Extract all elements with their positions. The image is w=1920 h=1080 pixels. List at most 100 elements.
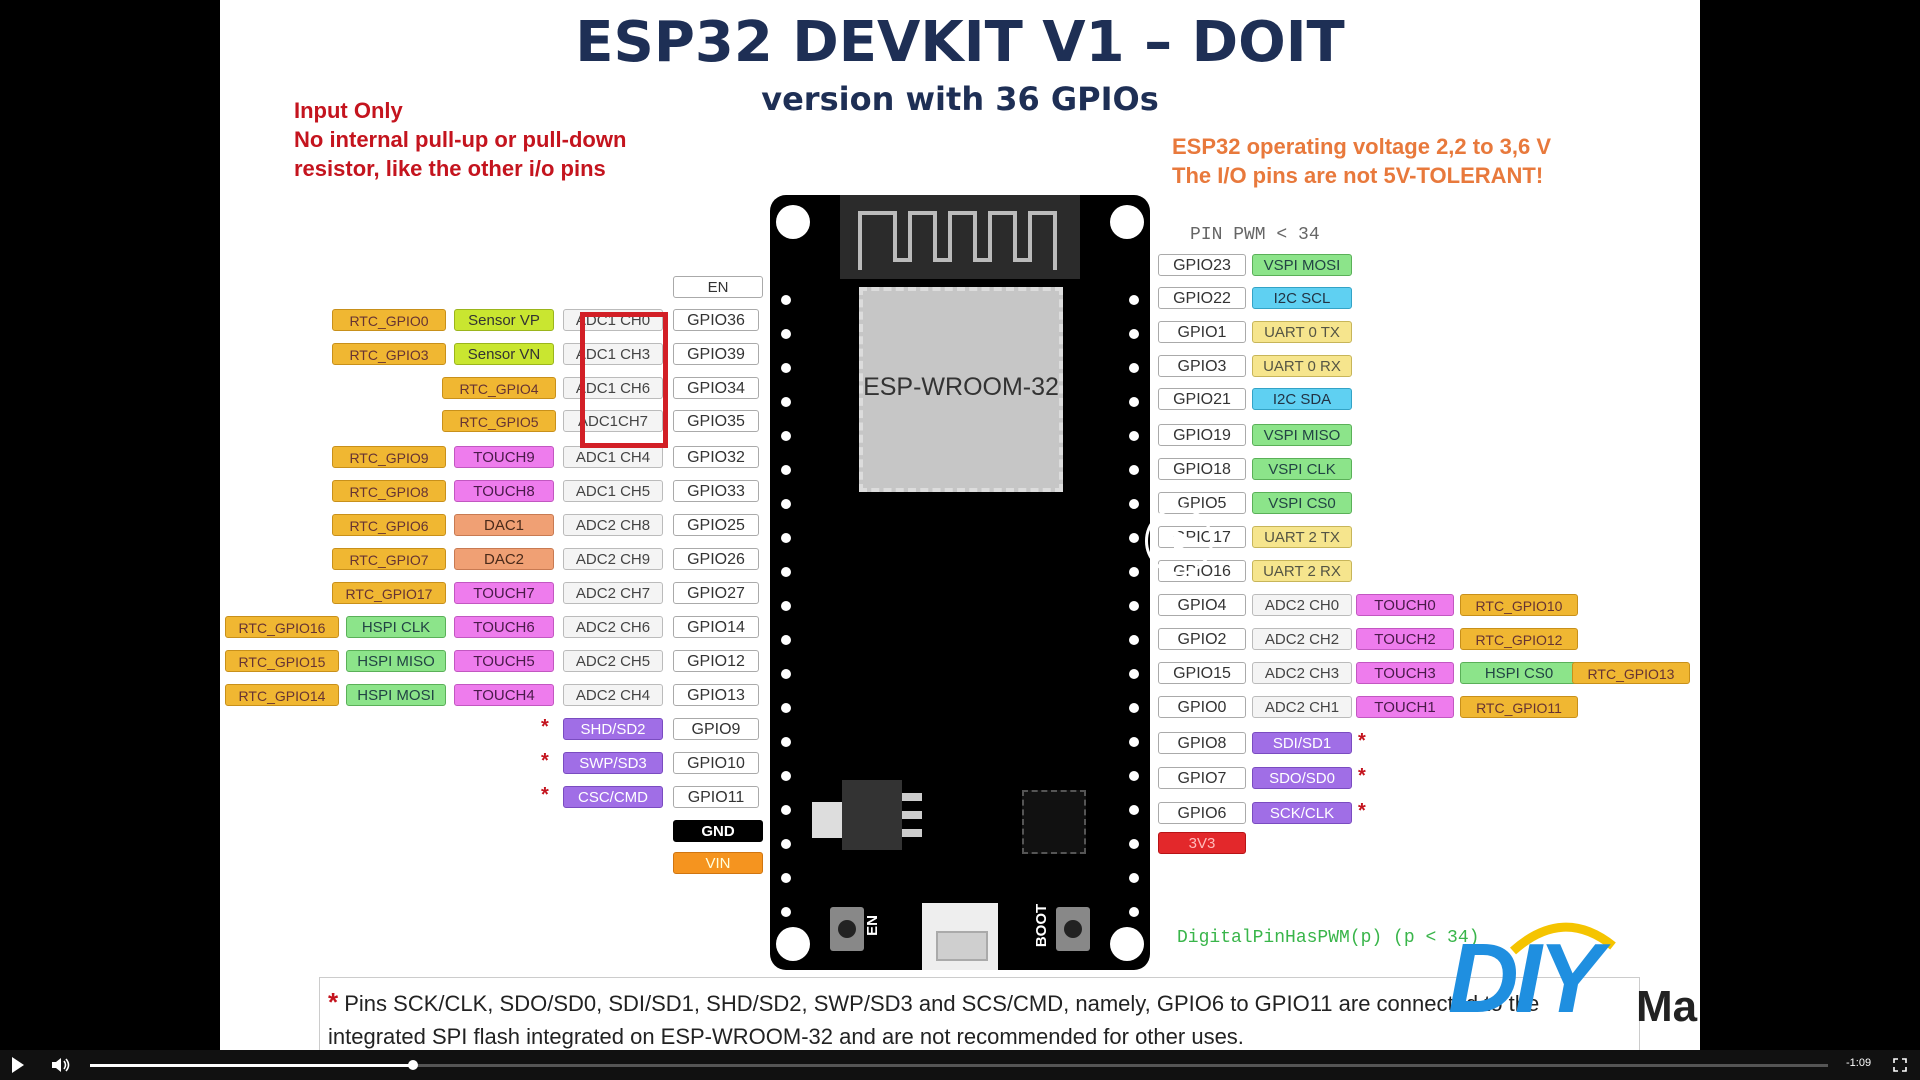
pin-label-sck-clk: SCK/CLK	[1252, 802, 1352, 824]
header-pin-dot	[1129, 567, 1139, 577]
pin-label-hspi-clk: HSPI CLK	[346, 616, 446, 638]
pin-label-3v3: 3V3	[1158, 832, 1246, 854]
header-pin-dot	[781, 771, 791, 781]
boot-button-icon	[1056, 907, 1090, 951]
pin-label-adc2-ch8: ADC2 CH8	[563, 514, 663, 536]
header-pin-dot	[1129, 329, 1139, 339]
pin-label-rtc-gpio8: RTC_GPIO8	[332, 480, 446, 502]
header-pin-dot	[781, 601, 791, 611]
esp32-board: ESP-WROOM-32 EN BOOT	[770, 195, 1150, 970]
header-pin-dot	[1129, 703, 1139, 713]
pin-label-dac1: DAC1	[454, 514, 554, 536]
pin-label-sdo-sd0: SDO/SD0	[1252, 767, 1352, 789]
pin-label-swp-sd3: SWP/SD3	[563, 752, 663, 774]
volume-icon[interactable]	[52, 1057, 72, 1073]
pin-label-i2c-sda: I2C SDA	[1252, 388, 1352, 410]
header-pin-dot	[781, 499, 791, 509]
pin-label-touch1: TOUCH1	[1356, 696, 1454, 718]
pin-label-uart-0-rx: UART 0 RX	[1252, 355, 1352, 377]
progress-scrubber[interactable]	[408, 1060, 419, 1070]
pin-label-adc1-ch4: ADC1 CH4	[563, 446, 663, 468]
footnote-line: integrated SPI flash integrated on ESP-W…	[328, 1024, 1244, 1049]
input-note-line: resistor, like the other i/o pins	[294, 156, 606, 181]
pin-label-adc2-ch1: ADC2 CH1	[1252, 696, 1352, 718]
pin-label-touch9: TOUCH9	[454, 446, 554, 468]
pin-label-gpio35: GPIO35	[673, 410, 759, 432]
flash-pin-star: *	[541, 784, 549, 806]
pin-label-rtc-gpio15: RTC_GPIO15	[225, 650, 339, 672]
pin-label-adc2-ch5: ADC2 CH5	[563, 650, 663, 672]
pin-label-touch3: TOUCH3	[1356, 662, 1454, 684]
header-pin-dot	[781, 567, 791, 577]
progress-bar[interactable]	[90, 1060, 1828, 1070]
pin-label-gpio1: GPIO1	[1158, 321, 1246, 343]
boot-button-label: BOOT	[1033, 903, 1051, 948]
pin-label-gpio0: GPIO0	[1158, 696, 1246, 718]
input-note-line: Input Only	[294, 98, 403, 123]
logo-diy: DIY	[1448, 923, 1603, 1033]
footnote-star: *	[328, 987, 339, 1017]
pin-label-rtc-gpio3: RTC_GPIO3	[332, 343, 446, 365]
play-overlay-button[interactable]	[1145, 507, 1213, 575]
pin-label-gpio23: GPIO23	[1158, 254, 1246, 276]
header-pin-dot	[781, 703, 791, 713]
pin-label-vspi-clk: VSPI CLK	[1252, 458, 1352, 480]
header-pin-dot	[1129, 737, 1139, 747]
footnote: * Pins SCK/CLK, SDO/SD0, SDI/SD1, SHD/SD…	[319, 977, 1640, 1050]
voltage-note-line: ESP32 operating voltage 2,2 to 3,6 V	[1172, 134, 1552, 159]
pin-label-gpio10: GPIO10	[673, 752, 759, 774]
voltage-note-line: The I/O pins are not 5V-TOLERANT!	[1172, 163, 1544, 188]
pin-label-adc2-ch6: ADC2 CH6	[563, 616, 663, 638]
pin-label-shd-sd2: SHD/SD2	[563, 718, 663, 740]
fullscreen-icon[interactable]	[1893, 1058, 1907, 1072]
pin-label-gpio11: GPIO11	[673, 786, 759, 808]
pin-label-sensor-vn: Sensor VN	[454, 343, 554, 365]
pin-label-touch6: TOUCH6	[454, 616, 554, 638]
pin-label-gpio34: GPIO34	[673, 377, 759, 399]
pin-label-sdi-sd1: SDI/SD1	[1252, 732, 1352, 754]
video-frame[interactable]: ESP32 DEVKIT V1 – DOIT version with 36 G…	[220, 0, 1700, 1050]
pin-label-gpio6: GPIO6	[1158, 802, 1246, 824]
pin-label-vspi-mosi: VSPI MOSI	[1252, 254, 1352, 276]
regulator-leg	[902, 811, 922, 819]
pin-label-gpio15: GPIO15	[1158, 662, 1246, 684]
pin-label-adc2-ch3: ADC2 CH3	[1252, 662, 1352, 684]
en-button-label: EN	[863, 915, 881, 936]
pin-label-touch0: TOUCH0	[1356, 594, 1454, 616]
header-pin-dot	[1129, 363, 1139, 373]
pin-label-gpio32: GPIO32	[673, 446, 759, 468]
play-icon[interactable]	[12, 1057, 24, 1073]
usb-uart-chip	[1022, 790, 1086, 854]
progress-fill	[90, 1064, 414, 1067]
pin-label-gpio22: GPIO22	[1158, 287, 1246, 309]
pin-label-gpio18: GPIO18	[1158, 458, 1246, 480]
header-pin-dot	[1129, 907, 1139, 917]
regulator-leg	[902, 793, 922, 801]
header-pin-dot	[1129, 669, 1139, 679]
pin-label-rtc-gpio12: RTC_GPIO12	[1460, 628, 1578, 650]
header-pin-dot	[781, 363, 791, 373]
pin-label-hspi-mosi: HSPI MOSI	[346, 684, 446, 706]
pin-label-touch5: TOUCH5	[454, 650, 554, 672]
pin-label-rtc-gpio13: RTC_GPIO13	[1572, 662, 1690, 684]
pin-label-rtc-gpio4: RTC_GPIO4	[442, 377, 556, 399]
pin-label-gpio36: GPIO36	[673, 309, 759, 331]
pin-label-rtc-gpio10: RTC_GPIO10	[1460, 594, 1578, 616]
pin-label-adc1-ch3: ADC1 CH3	[563, 343, 663, 365]
pin-label-adc1-ch6: ADC1 CH6	[563, 377, 663, 399]
pin-label-gpio39: GPIO39	[673, 343, 759, 365]
header-pin-dot	[781, 295, 791, 305]
code-note: DigitalPinHasPWM(p) (p < 34)	[1177, 928, 1480, 948]
flash-pin-star: *	[1358, 800, 1366, 822]
pin-label-gpio2: GPIO2	[1158, 628, 1246, 650]
pin-label-hspi-miso: HSPI MISO	[346, 650, 446, 672]
pin-label-touch4: TOUCH4	[454, 684, 554, 706]
header-pin-dot	[1129, 499, 1139, 509]
pin-label-gpio12: GPIO12	[673, 650, 759, 672]
module-label: ESP-WROOM-32	[863, 373, 1059, 401]
pin-label-uart-2-tx: UART 2 TX	[1252, 526, 1352, 548]
logo-swoosh-icon	[1509, 922, 1616, 955]
header-pin-dot	[1129, 295, 1139, 305]
pin-label-gpio14: GPIO14	[673, 616, 759, 638]
pin-label-vin: VIN	[673, 852, 763, 874]
